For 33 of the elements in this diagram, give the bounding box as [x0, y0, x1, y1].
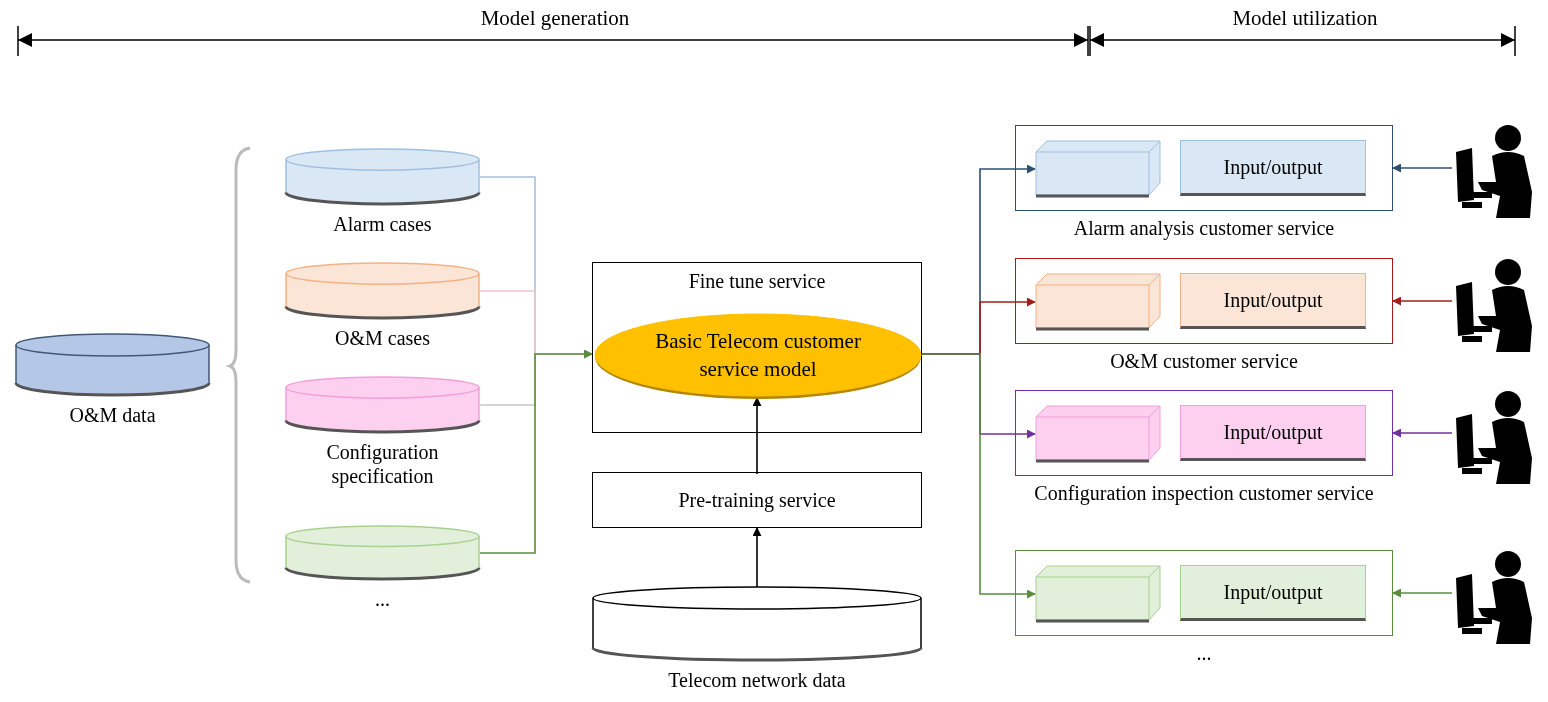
node-label: Telecom network data — [667, 668, 847, 692]
input-output-box: Input/output — [1180, 405, 1366, 461]
panel-title: O&M customer service — [1109, 349, 1299, 374]
input-output-box: Input/output — [1180, 565, 1366, 621]
input-output-box: Input/output — [1180, 140, 1366, 196]
service-box — [592, 262, 922, 433]
node-label: O&M cases — [334, 326, 431, 350]
arrow — [1392, 588, 1453, 598]
arrow — [921, 353, 1036, 599]
arrow — [1392, 163, 1453, 173]
cube-shape — [1035, 273, 1161, 331]
panel-title: Alarm analysis customer service — [1072, 216, 1336, 241]
node-label: ... — [374, 587, 391, 611]
node-title: Fine tune service — [687, 269, 827, 293]
panel-title: Configuration inspection customer service — [1033, 481, 1375, 506]
cube-shape — [1035, 405, 1161, 463]
input-output-box: Input/output — [1180, 273, 1366, 329]
arrow — [752, 527, 762, 589]
panel-title: ... — [1195, 641, 1213, 666]
arrow — [479, 349, 593, 554]
cube-shape — [1035, 140, 1161, 198]
service-box: Pre-training service — [592, 472, 922, 528]
section-label: Model generation — [479, 6, 631, 31]
arrow — [1392, 428, 1453, 438]
node-label: Configuration specification — [325, 440, 440, 488]
node-label: Alarm cases — [332, 212, 433, 236]
section-label: Model utilization — [1231, 6, 1379, 31]
cube-shape — [1035, 565, 1161, 623]
service-panel — [1015, 550, 1393, 662]
node-label: O&M data — [68, 403, 157, 427]
model-ellipse: Basic Telecom customer service model — [593, 311, 923, 399]
arrow — [752, 397, 762, 475]
arrow — [1392, 296, 1453, 306]
